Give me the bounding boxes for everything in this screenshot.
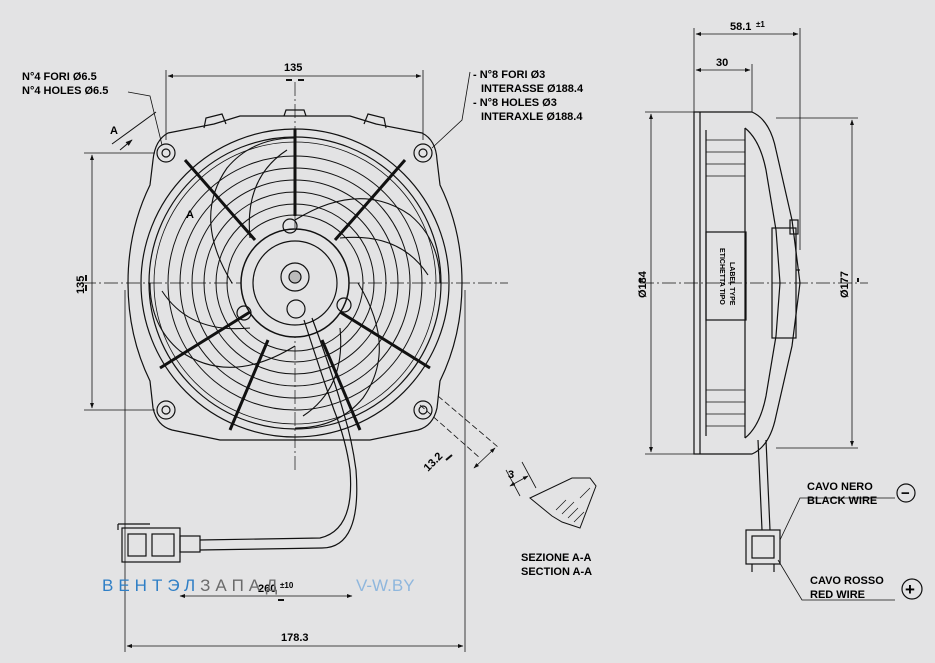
front-top-tab-right — [363, 113, 387, 129]
black-wire-en: BLACK WIRE — [807, 495, 877, 507]
hub-cable-outlet — [286, 299, 306, 319]
motor-shaft — [288, 270, 302, 284]
motor-hub-center — [280, 262, 310, 292]
dim-depth: 58.1 — [730, 21, 751, 33]
side-dimensions — [645, 28, 895, 601]
front-texts: 135 135 178.3 13.2 260 ±10 A A N°4 FORI … — [22, 62, 584, 644]
dim-cable-tol: ±10 — [280, 581, 294, 590]
dim-left-135: 135 — [75, 276, 87, 294]
section-dim-3: 3 — [508, 469, 514, 481]
side-texts: 58.1 ±1 30 Ø184 Ø177 ETICHETTA TIPO LABE… — [637, 20, 923, 601]
section-a-a: 3 SEZIONE A-A SECTION A-A — [505, 461, 597, 578]
holes-note-it: N°4 FORI Ø6.5 — [22, 71, 97, 83]
section-title-en: SECTION A-A — [521, 566, 592, 578]
plus-circle — [901, 578, 923, 600]
dim-offset-13: 13.2 — [422, 450, 446, 474]
motor-hub-inner — [252, 240, 338, 326]
label-type-it: ETICHETTA TIPO — [718, 248, 725, 305]
front-top-tab-left — [203, 113, 227, 129]
grille-spiral-fins — [149, 137, 441, 429]
side-cable — [757, 439, 771, 531]
front-top-tab-center — [283, 109, 307, 117]
mounting-holes — [156, 143, 433, 420]
label-box — [705, 231, 747, 321]
side-connector — [745, 529, 781, 565]
section-mark-a2: A — [186, 209, 194, 221]
holes-note-en: N°4 HOLES Ø6.5 — [22, 85, 108, 97]
side-motor — [771, 227, 797, 339]
side-view — [640, 111, 868, 572]
side-ribs — [706, 139, 745, 427]
section-title-it: SEZIONE A-A — [521, 552, 592, 564]
minus-sign: − — [901, 485, 910, 502]
section-hatch — [555, 487, 591, 523]
dim-dia-184: Ø184 — [637, 270, 649, 298]
hub-screw-right — [336, 297, 352, 313]
watermark-part3: V-W.BY — [356, 576, 415, 595]
red-wire-en: RED WIRE — [810, 589, 865, 601]
dim-30: 30 — [716, 57, 728, 69]
dim-bottom-178: 178.3 — [281, 632, 309, 644]
watermark-part1: ВЕНТЭЛ — [102, 576, 201, 595]
screw-note-2: INTERASSE Ø188.4 — [481, 83, 584, 95]
dim-depth-tol: ±1 — [756, 20, 765, 29]
front-cable — [199, 319, 352, 541]
screw-note-4: INTERAXLE Ø188.4 — [481, 111, 583, 123]
watermark: ВЕНТЭЛЗАПАД — [102, 576, 282, 596]
hub-screw-top — [282, 218, 298, 234]
watermark-site: V-W.BY — [356, 576, 415, 596]
dim-dia-177: Ø177 — [839, 271, 851, 298]
section-mark-a1: A — [110, 125, 118, 137]
front-view — [82, 82, 508, 563]
dim-top-135: 135 — [284, 62, 302, 74]
dim-cable-260: 260 — [258, 583, 276, 595]
side-dim-marks — [639, 278, 859, 282]
front-dimensions — [84, 70, 499, 652]
minus-circle — [896, 483, 916, 503]
front-connector — [117, 523, 201, 563]
hub-screw-left — [236, 305, 252, 321]
plus-sign: + — [905, 580, 915, 599]
front-dim-marks — [85, 79, 453, 601]
front-cable-2 — [199, 317, 358, 551]
red-wire-it: CAVO ROSSO — [810, 575, 884, 587]
front-flange — [127, 115, 463, 441]
watermark-part2: ЗАПАД — [200, 576, 283, 595]
label-type-en: LABEL TYPE — [728, 262, 735, 306]
section-profile — [529, 477, 597, 529]
screw-note-3: - N°8 HOLES Ø3 — [473, 97, 557, 109]
screw-note-1: - N°8 FORI Ø3 — [473, 69, 545, 81]
grille-spokes — [159, 129, 431, 431]
black-wire-it: CAVO NERO — [807, 481, 873, 493]
